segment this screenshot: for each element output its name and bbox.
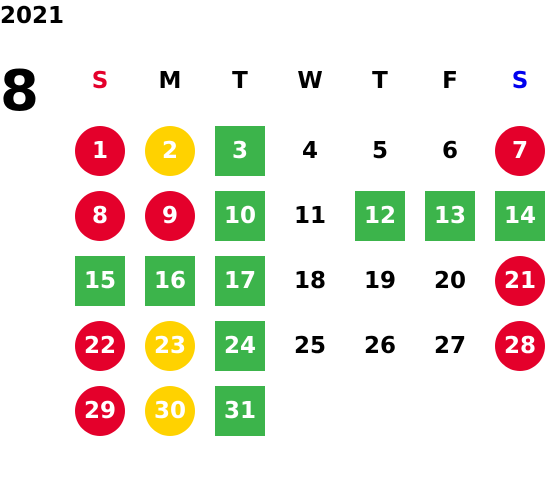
weekday-sunday: S — [91, 67, 109, 94]
calendar-day-number: 26 — [363, 332, 396, 359]
calendar-day[interactable]: 24 — [205, 313, 275, 378]
calendar-day[interactable]: 19 — [345, 248, 415, 313]
calendar-day[interactable]: 7 — [485, 118, 548, 183]
calendar-day-number: 12 — [355, 190, 405, 241]
calendar-day[interactable]: 29 — [65, 378, 135, 443]
month-number: 8 — [0, 59, 39, 124]
calendar-day[interactable]: 22 — [65, 313, 135, 378]
calendar-day[interactable]: 27 — [415, 313, 485, 378]
calendar-day[interactable]: 15 — [65, 248, 135, 313]
weekday-monday: M — [158, 67, 182, 94]
calendar-day-number: 23 — [145, 320, 195, 371]
calendar-day[interactable]: 11 — [275, 183, 345, 248]
calendar-day[interactable]: 4 — [275, 118, 345, 183]
calendar-day-number: 22 — [75, 320, 125, 371]
calendar-day[interactable]: 5 — [345, 118, 415, 183]
weekday-header-row: S M T W T F S — [65, 48, 548, 113]
calendar-day[interactable]: 13 — [415, 183, 485, 248]
calendar-day-number: 24 — [215, 320, 265, 371]
year-label: 2021 — [0, 3, 65, 29]
calendar-day-number: 13 — [425, 190, 475, 241]
calendar-day-number: 6 — [441, 137, 458, 164]
weekday-thursday: T — [372, 67, 388, 94]
calendar-day-number: 31 — [215, 385, 265, 436]
calendar-day-number: 20 — [433, 267, 466, 294]
calendar-week-row: 22 23 24 25 26 27 28 — [65, 313, 548, 378]
calendar-day[interactable]: 14 — [485, 183, 548, 248]
calendar-day-number: 27 — [433, 332, 466, 359]
calendar-day-number: 19 — [363, 267, 396, 294]
calendar-day-number: 1 — [75, 125, 125, 176]
calendar-day[interactable]: 2 — [135, 118, 205, 183]
calendar-day-number: 30 — [145, 385, 195, 436]
calendar-day-number: 21 — [495, 255, 545, 306]
weekday-wednesday: W — [297, 67, 323, 94]
calendar-day[interactable]: 3 — [205, 118, 275, 183]
calendar-day[interactable]: 20 — [415, 248, 485, 313]
calendar-day[interactable]: 1 — [65, 118, 135, 183]
calendar-day[interactable]: 9 — [135, 183, 205, 248]
calendar-day[interactable]: 10 — [205, 183, 275, 248]
calendar-day-number: 17 — [215, 255, 265, 306]
calendar-day[interactable]: 6 — [415, 118, 485, 183]
calendar-day-number: 8 — [75, 190, 125, 241]
calendar-day[interactable]: 12 — [345, 183, 415, 248]
calendar-day-number: 25 — [293, 332, 326, 359]
calendar-day-number: 18 — [293, 267, 326, 294]
calendar-day[interactable]: 18 — [275, 248, 345, 313]
calendar-day-number: 16 — [145, 255, 195, 306]
calendar-day-number: 15 — [75, 255, 125, 306]
calendar-week-row: 29 30 31 — [65, 378, 548, 443]
calendar-day-number: 5 — [371, 137, 388, 164]
calendar-day[interactable]: 30 — [135, 378, 205, 443]
calendar-day[interactable]: 17 — [205, 248, 275, 313]
calendar-week-row: 15 16 17 18 19 20 21 — [65, 248, 548, 313]
calendar-day-number: 4 — [301, 137, 318, 164]
weekday-saturday: S — [511, 67, 529, 94]
calendar-day[interactable]: 25 — [275, 313, 345, 378]
calendar-day-number: 28 — [495, 320, 545, 371]
calendar-day[interactable]: 28 — [485, 313, 548, 378]
calendar-day-number: 7 — [495, 125, 545, 176]
calendar-day[interactable]: 8 — [65, 183, 135, 248]
weekday-friday: F — [442, 67, 458, 94]
calendar-day-number: 11 — [293, 202, 326, 229]
calendar-day-number: 3 — [215, 125, 265, 176]
weekday-tuesday: T — [232, 67, 248, 94]
calendar-day-number: 9 — [145, 190, 195, 241]
calendar-day[interactable]: 31 — [205, 378, 275, 443]
calendar-day[interactable]: 26 — [345, 313, 415, 378]
calendar-day[interactable]: 21 — [485, 248, 548, 313]
calendar-day[interactable]: 23 — [135, 313, 205, 378]
calendar-day-number: 2 — [145, 125, 195, 176]
calendar-day-number: 14 — [495, 190, 545, 241]
calendar-day[interactable]: 16 — [135, 248, 205, 313]
calendar-day-number: 10 — [215, 190, 265, 241]
calendar-day-number: 29 — [75, 385, 125, 436]
